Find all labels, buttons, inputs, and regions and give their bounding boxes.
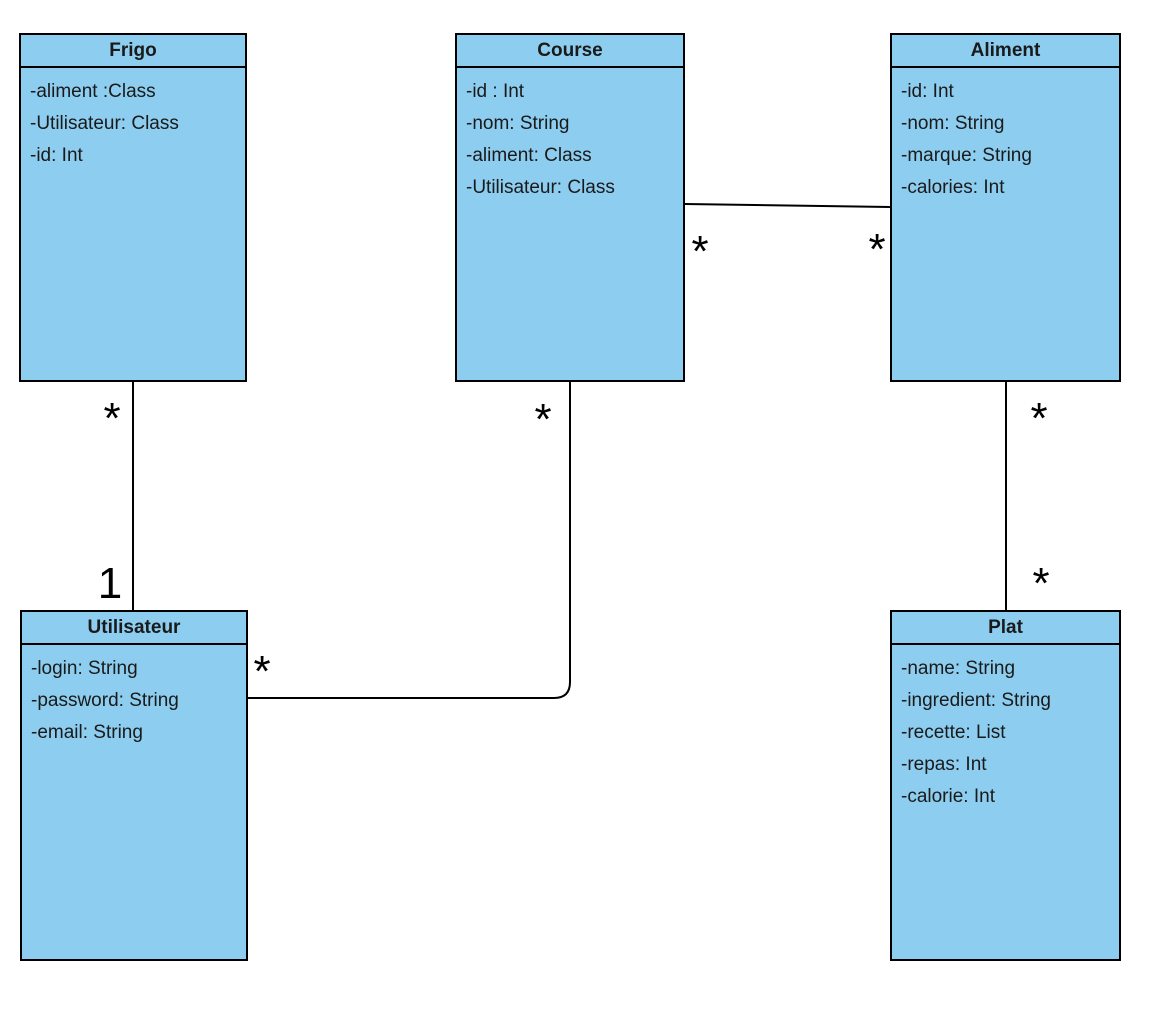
- class-box-course: Course -id : Int -nom: String -aliment: …: [455, 33, 685, 382]
- class-attributes-plat: -name: String -ingredient: String -recet…: [892, 645, 1119, 813]
- multiplicity-utilisateur-end-course: *: [253, 647, 271, 696]
- class-attribute: -recette: List: [901, 722, 1006, 743]
- class-attribute: -Utilisateur: Class: [466, 177, 615, 198]
- multiplicity-utilisateur-end-frigo: 1: [97, 559, 123, 608]
- class-title-frigo: Frigo: [21, 35, 245, 68]
- class-title-course: Course: [457, 35, 683, 68]
- class-attribute: -calorie: Int: [901, 786, 995, 807]
- multiplicity-course-end-utilisateur: *: [534, 395, 552, 444]
- class-attribute: -repas: Int: [901, 754, 987, 775]
- class-attributes-utilisateur: -login: String -password: String -email:…: [22, 645, 246, 749]
- class-title-aliment: Aliment: [892, 35, 1119, 68]
- class-box-utilisateur: Utilisateur -login: String -password: St…: [20, 610, 248, 961]
- class-attribute: -name: String: [901, 658, 1016, 679]
- class-attributes-aliment: -id: Int -nom: String -marque: String -c…: [892, 68, 1119, 204]
- class-attribute: -ingredient: String: [901, 690, 1051, 711]
- class-attribute: -aliment: Class: [466, 145, 592, 166]
- class-attribute: -password: String: [31, 690, 179, 711]
- class-box-plat: Plat -name: String -ingredient: String -…: [890, 610, 1121, 961]
- class-box-aliment: Aliment -id: Int -nom: String -marque: S…: [890, 33, 1121, 382]
- class-attribute: -email: String: [31, 722, 143, 743]
- association-line-course-aliment: [684, 203, 892, 208]
- class-attribute: -aliment :Class: [30, 81, 156, 102]
- class-attribute: -calories: Int: [901, 177, 1005, 198]
- class-attribute: -id: Int: [901, 81, 954, 102]
- class-title-utilisateur: Utilisateur: [22, 612, 246, 645]
- multiplicity-plat-end-aliment: *: [1032, 559, 1050, 608]
- class-attributes-course: -id : Int -nom: String -aliment: Class -…: [457, 68, 683, 204]
- class-attribute: -nom: String: [901, 113, 1005, 134]
- class-attribute: -nom: String: [466, 113, 570, 134]
- association-line-course-utilisateur: [248, 382, 571, 699]
- class-attribute: -marque: String: [901, 145, 1032, 166]
- class-attribute: -id : Int: [466, 81, 525, 102]
- class-attribute: -login: String: [31, 658, 138, 679]
- class-attributes-frigo: -aliment :Class -Utilisateur: Class -id:…: [21, 68, 245, 172]
- class-title-plat: Plat: [892, 612, 1119, 645]
- class-box-frigo: Frigo -aliment :Class -Utilisateur: Clas…: [19, 33, 247, 382]
- class-attribute: -id: Int: [30, 145, 83, 166]
- multiplicity-aliment-end-course: *: [868, 225, 886, 274]
- multiplicity-frigo-end: *: [103, 394, 121, 443]
- multiplicity-aliment-end-plat: *: [1030, 394, 1048, 443]
- multiplicity-course-end-aliment: *: [691, 227, 709, 276]
- class-attribute: -Utilisateur: Class: [30, 113, 179, 134]
